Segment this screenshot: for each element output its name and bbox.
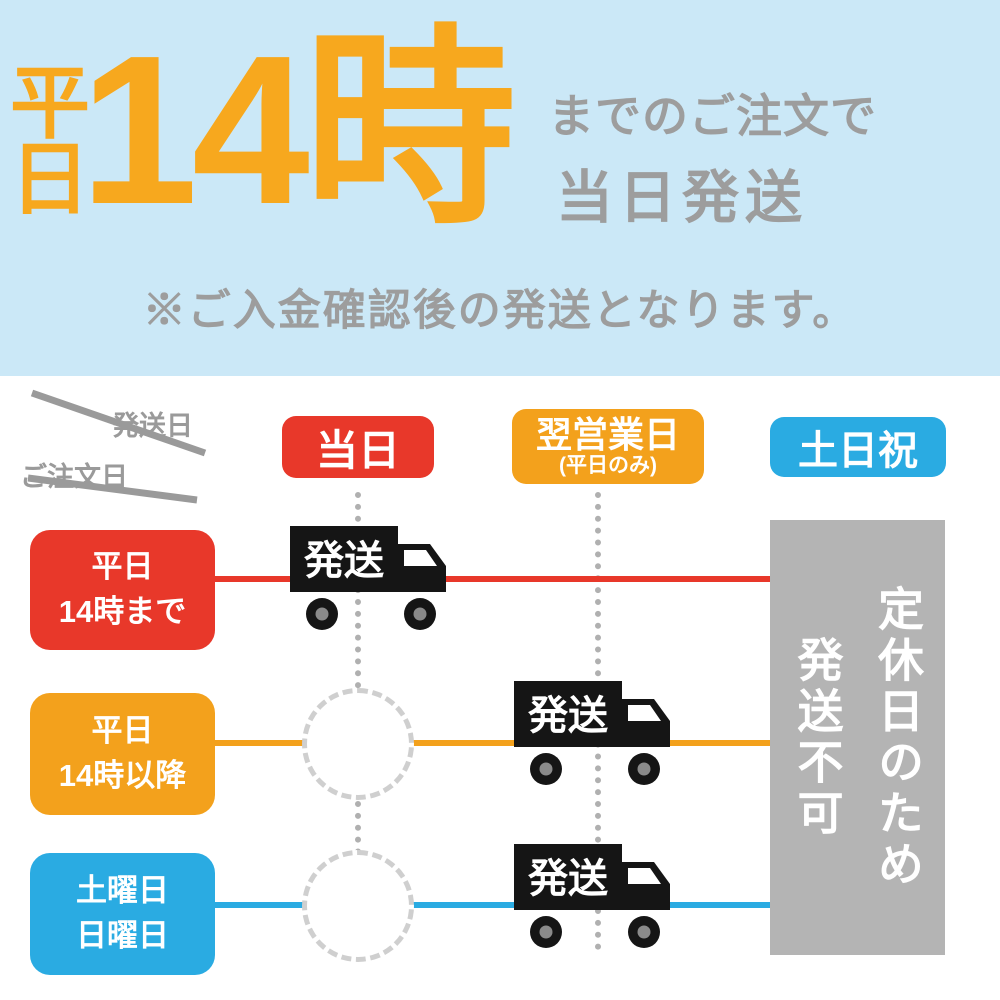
- closed-days-notice-text: 定休日のため 発送不可: [777, 520, 938, 955]
- sameday-shipping-text: 当日発送: [556, 166, 808, 230]
- closed-days-notice-box: 定休日のため 発送不可: [770, 520, 945, 955]
- delivery-truck-icon: 発送: [290, 526, 446, 630]
- column-header-next-business-day-label: 翌営業日: [535, 414, 680, 456]
- timeline-weekday-before-14: [212, 576, 772, 582]
- delivery-truck-icon: 発送: [514, 681, 670, 785]
- row-label-line2: 14時以降: [58, 758, 187, 793]
- column-header-next-business-day-sublabel: (平日のみ): [559, 453, 657, 477]
- weekday-vertical-label: 平 日: [10, 59, 90, 224]
- row-label-line1: 土曜日: [76, 873, 169, 909]
- no-ship-circle-row2-sameday: [302, 688, 414, 800]
- delivery-truck-icon: 発送: [514, 844, 670, 948]
- no-ship-circle-row3-sameday: [302, 850, 414, 962]
- ship-label: 発送: [304, 539, 384, 583]
- column-header-sameday: 当日: [282, 416, 434, 478]
- payment-confirmation-note: ※ご入金確認後の発送となります。: [142, 287, 858, 335]
- order-date-axis-label: ご注文日: [20, 462, 128, 492]
- closed-notice-line1: 定休日のため: [872, 584, 924, 891]
- ship-label: 発送: [528, 857, 608, 901]
- closed-notice-line2: 発送不可: [791, 635, 844, 840]
- row-label-line2: 14時まで: [58, 594, 187, 629]
- weekday-char-bottom: 日: [10, 135, 90, 224]
- corner-diagonal-lines: [27, 389, 207, 504]
- row-header-weekend: 土曜日 日曜日: [30, 853, 215, 975]
- ship-date-axis-label: 発送日: [112, 411, 193, 441]
- row-label-line1: 平日: [91, 713, 154, 749]
- timeline-weekend: [212, 902, 772, 908]
- row-label-line1: 平日: [91, 549, 154, 585]
- column-header-next-business-day: 翌営業日 (平日のみ): [512, 409, 704, 484]
- cutoff-time-headline: 14時: [80, 11, 516, 248]
- column-header-weekend-holiday: 土日祝: [770, 417, 946, 477]
- order-until-text: までのご注文で: [548, 90, 877, 142]
- row-label-line2: 日曜日: [76, 918, 169, 953]
- row-header-weekday-after-14: 平日 14時以降: [30, 693, 215, 815]
- timeline-weekday-after-14: [212, 740, 772, 746]
- promo-banner: 平 日 14時 までのご注文で 当日発送 ※ご入金確認後の発送となります。: [0, 0, 1000, 376]
- row-header-weekday-before-14: 平日 14時まで: [30, 530, 215, 650]
- weekday-char-top: 平: [10, 59, 90, 148]
- ship-label: 発送: [528, 694, 608, 738]
